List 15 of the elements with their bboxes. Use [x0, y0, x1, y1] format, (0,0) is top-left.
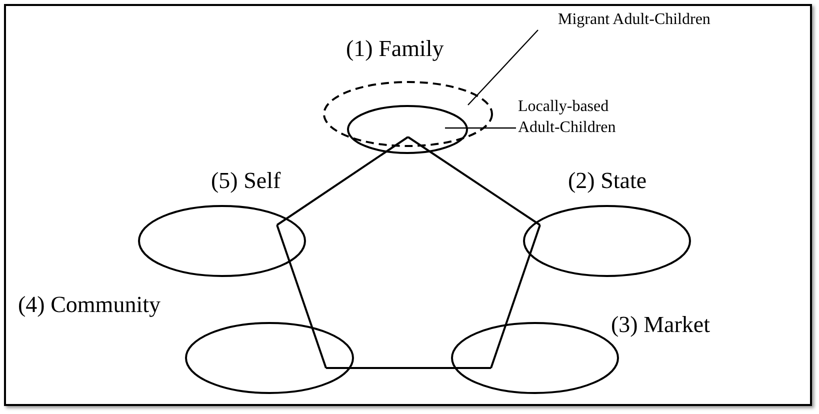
pentagon-side [276, 136, 409, 226]
ellipse-heading: (3) Market [611, 312, 710, 338]
leader-label: Locally-based Adult-Children [518, 96, 648, 140]
ellipse-heading: (5) Self [211, 168, 281, 194]
pentagon-side [407, 136, 541, 226]
leader-line [468, 30, 538, 106]
pentagon-side [276, 224, 327, 368]
pentagon-side [326, 367, 491, 369]
ellipse-heading: (2) State [568, 168, 647, 194]
leader-line [445, 127, 516, 129]
ellipse [347, 105, 468, 154]
ellipse-heading: (4) Community [18, 292, 160, 318]
ellipse-heading: (1) Family [346, 36, 444, 62]
leader-label: Migrant Adult-Children [558, 9, 758, 31]
pentagon-side [490, 224, 541, 368]
